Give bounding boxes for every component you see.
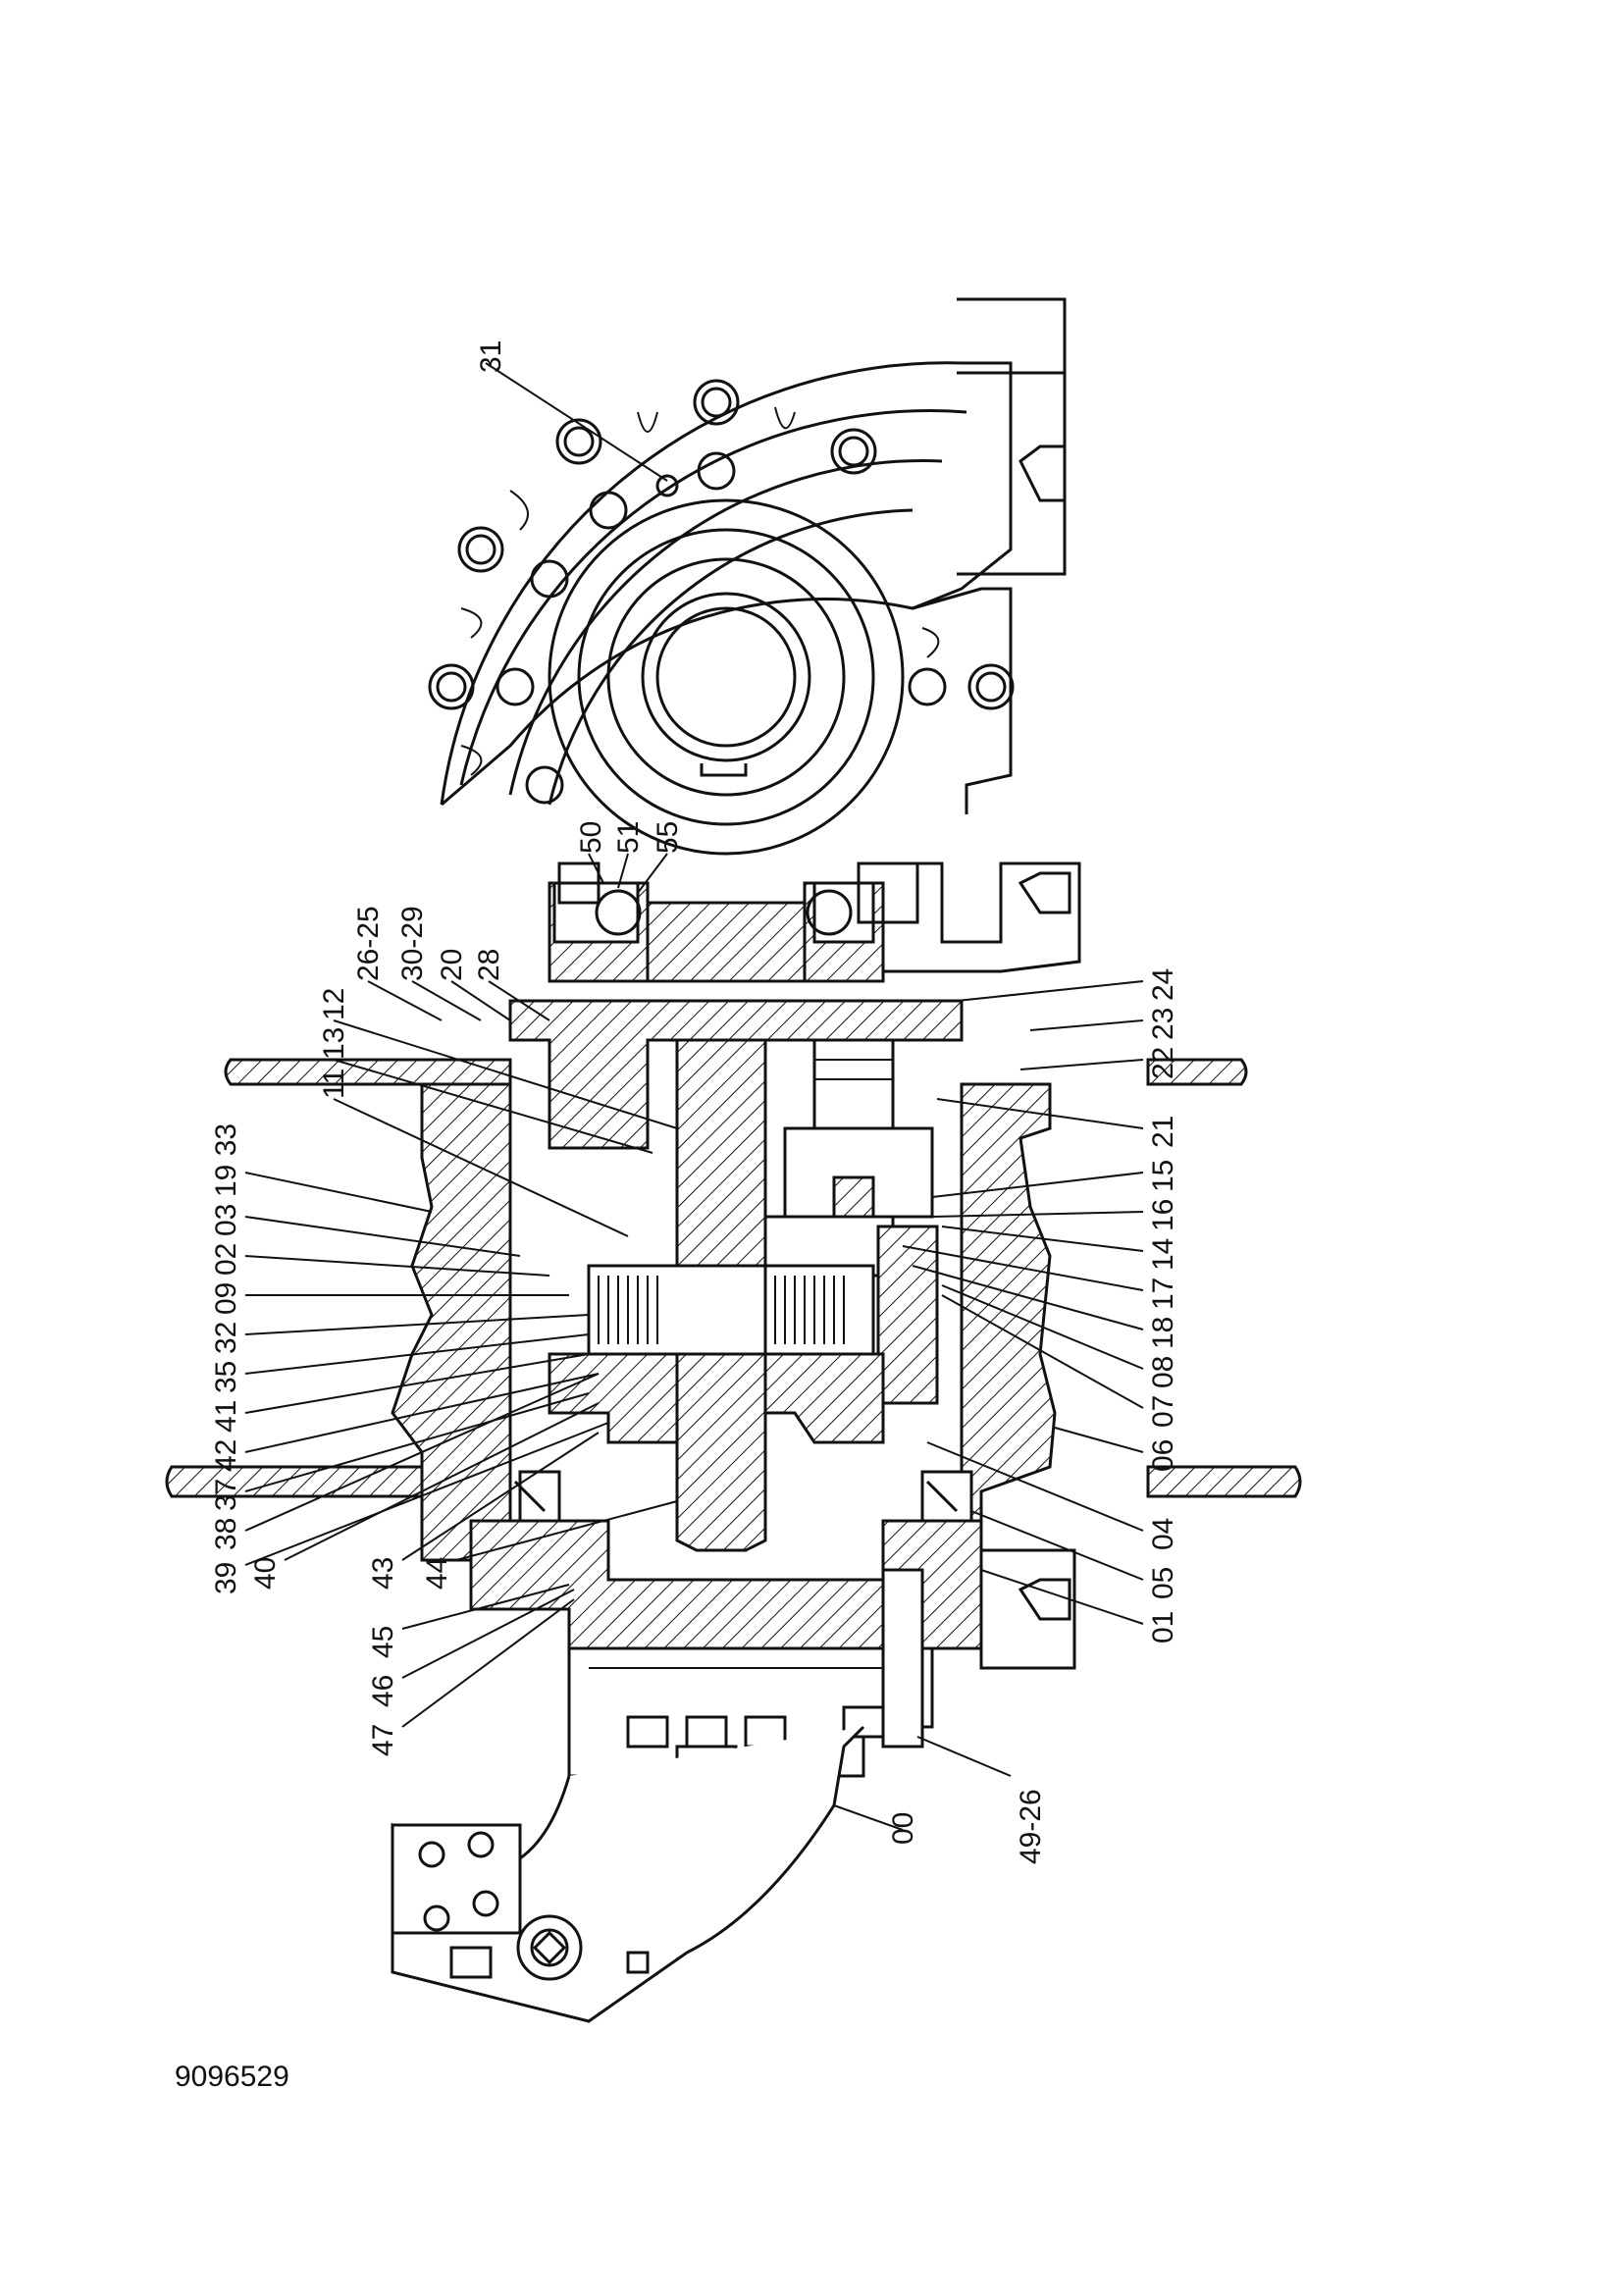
label-06: 06 <box>1147 1439 1179 1472</box>
label-17: 17 <box>1147 1278 1179 1310</box>
label-45: 45 <box>367 1626 399 1658</box>
hub-end-view <box>428 297 1067 856</box>
label-19-33: 19 33 <box>210 1123 242 1197</box>
label-24: 24 <box>1147 968 1179 1001</box>
label-46: 46 <box>367 1675 399 1707</box>
label-15: 15 <box>1147 1160 1179 1192</box>
label-42: 42 <box>210 1439 242 1472</box>
part-labels: 31 50 51 55 26-25 30-29 20 28 12 13 11 1… <box>210 340 1179 1864</box>
label-26-25: 26-25 <box>352 906 385 981</box>
label-55: 55 <box>652 821 684 854</box>
label-37: 37 <box>210 1479 242 1511</box>
label-32: 32 <box>210 1322 242 1354</box>
label-16: 16 <box>1147 1199 1179 1231</box>
label-21: 21 <box>1147 1116 1179 1148</box>
label-43: 43 <box>367 1557 399 1590</box>
label-11: 11 <box>318 1069 350 1099</box>
label-09: 09 <box>210 1282 242 1315</box>
label-35: 35 <box>210 1361 242 1393</box>
label-30-29: 30-29 <box>396 906 429 981</box>
label-14: 14 <box>1147 1238 1179 1271</box>
label-23: 23 <box>1147 1008 1179 1040</box>
label-38: 38 <box>210 1518 242 1550</box>
cross-section-assembly <box>165 861 1302 2023</box>
label-02: 02 <box>210 1243 242 1276</box>
label-39: 39 <box>210 1562 242 1594</box>
label-28: 28 <box>473 949 505 981</box>
label-22: 22 <box>1147 1047 1179 1079</box>
clutch-pack <box>587 1264 875 1356</box>
drawing-number: 9096529 <box>175 2061 289 2093</box>
label-51: 51 <box>612 821 645 854</box>
label-05: 05 <box>1147 1567 1179 1599</box>
label-41: 41 <box>210 1400 242 1433</box>
label-13: 13 <box>318 1027 350 1060</box>
label-20: 20 <box>436 949 468 981</box>
label-08: 08 <box>1147 1356 1179 1388</box>
flange-studs <box>428 379 1015 805</box>
label-49-26: 49-26 <box>1015 1789 1047 1864</box>
label-47: 47 <box>367 1724 399 1756</box>
label-04: 04 <box>1147 1518 1179 1550</box>
label-01: 01 <box>1147 1611 1179 1644</box>
label-00: 00 <box>887 1812 919 1845</box>
label-07: 07 <box>1147 1395 1179 1428</box>
label-03: 03 <box>210 1204 242 1236</box>
label-18: 18 <box>1147 1317 1179 1349</box>
label-44: 44 <box>421 1557 453 1590</box>
label-31: 31 <box>475 340 507 373</box>
label-12: 12 <box>318 988 350 1020</box>
label-50: 50 <box>575 821 607 854</box>
